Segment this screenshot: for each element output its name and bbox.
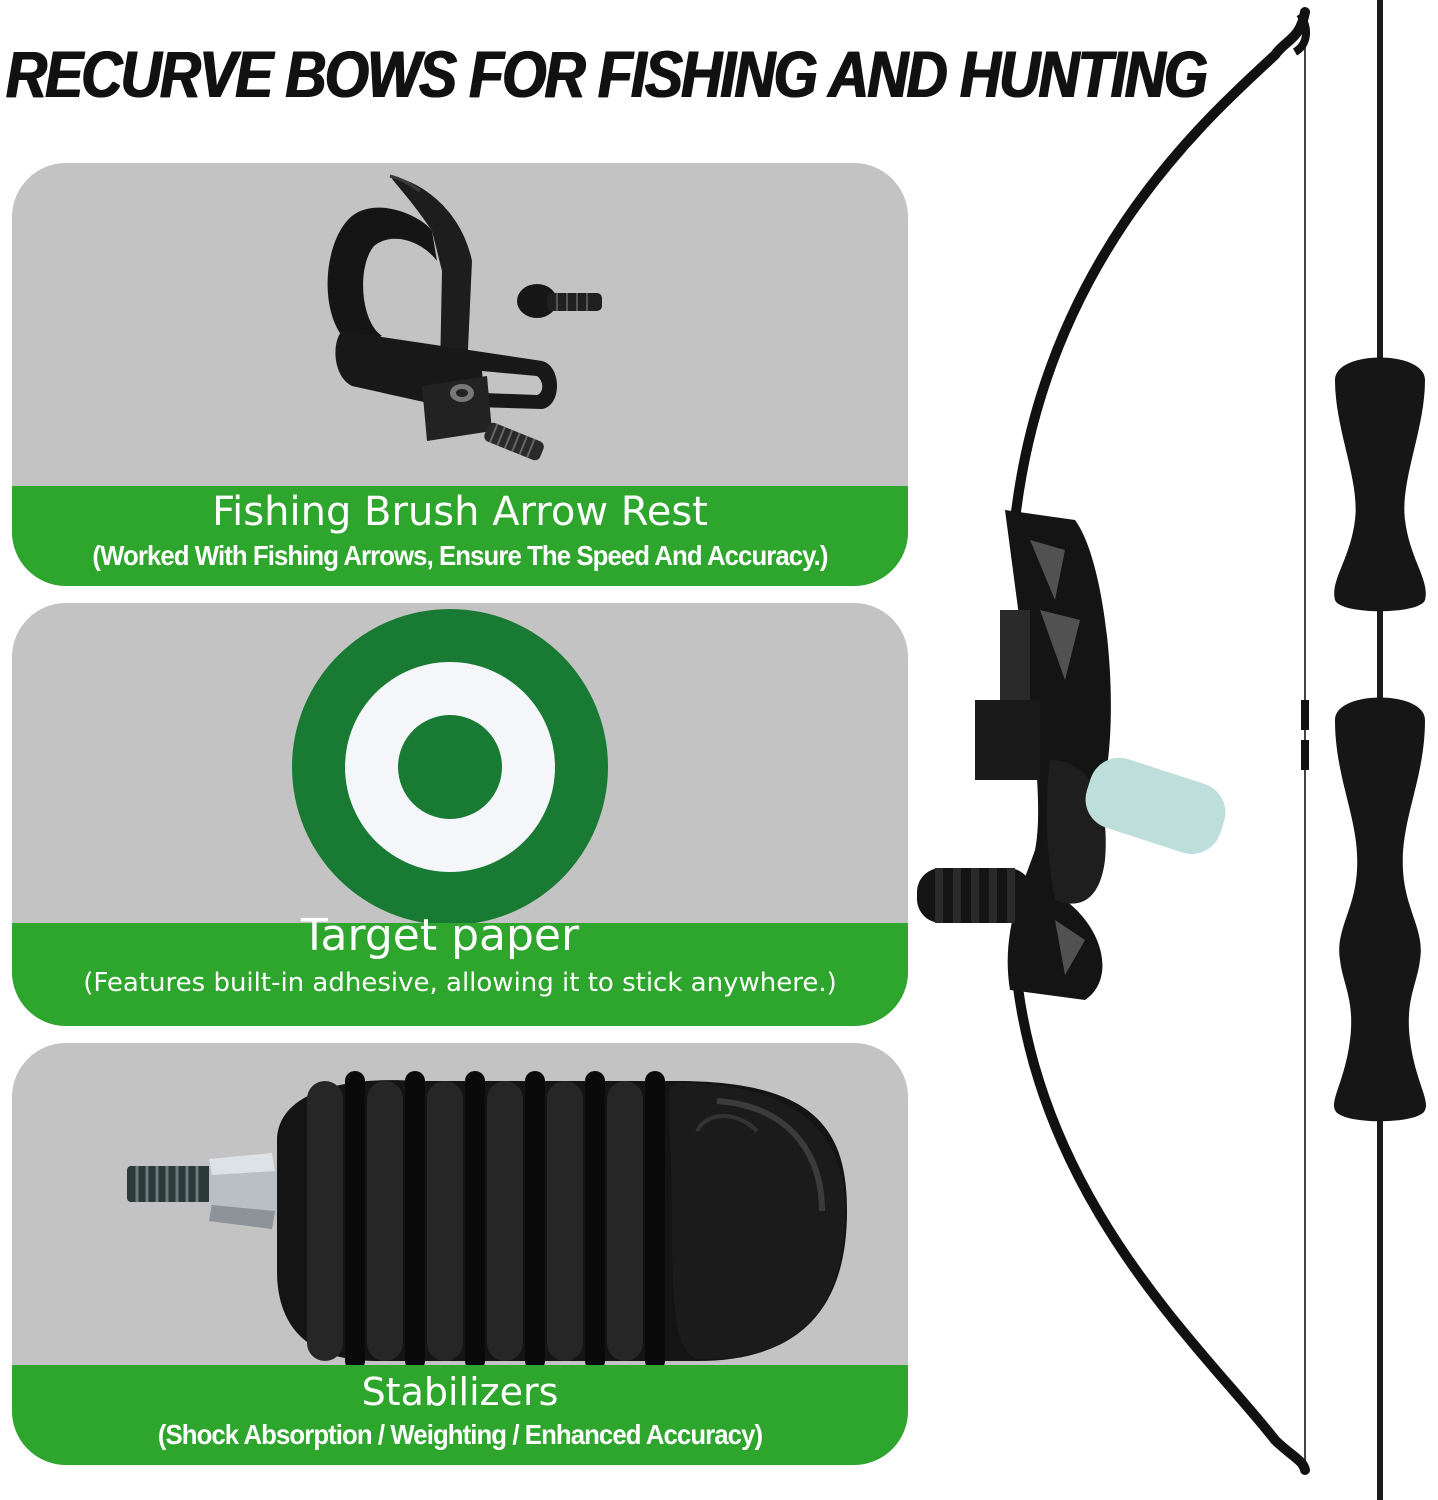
feature-band-stabilizer: Stabilizers (Shock Absorption / Weightin…: [12, 1365, 908, 1465]
feature-title: Fishing Brush Arrow Rest: [212, 489, 708, 535]
feature-subtitle: (Features built-in adhesive, allowing it…: [83, 968, 837, 998]
feature-title: Target paper: [300, 910, 580, 961]
feature-subtitle: (Worked With Fishing Arrows, Ensure The …: [92, 540, 828, 571]
feature-title: Stabilizers: [361, 1370, 559, 1414]
feature-card-stabilizer: Stabilizers (Shock Absorption / Weightin…: [12, 1043, 908, 1465]
arrow-rest-icon: [312, 171, 612, 481]
target-icon: [290, 609, 610, 927]
page-headline: RECURVE BOWS FOR FISHING AND HUNTING: [6, 37, 1208, 111]
feature-band-arrow-rest: Fishing Brush Arrow Rest (Worked With Fi…: [12, 486, 908, 586]
feature-subtitle: (Shock Absorption / Weighting / Enhanced…: [157, 1419, 763, 1450]
stabilizer-icon: [117, 1071, 857, 1371]
feature-band-target: Target paper (Features built-in adhesive…: [12, 911, 908, 1026]
feature-card-target: Target paper (Features built-in adhesive…: [12, 603, 908, 1026]
feature-card-arrow-rest: Fishing Brush Arrow Rest (Worked With Fi…: [12, 163, 908, 586]
recurve-bow-image: [905, 0, 1438, 1500]
